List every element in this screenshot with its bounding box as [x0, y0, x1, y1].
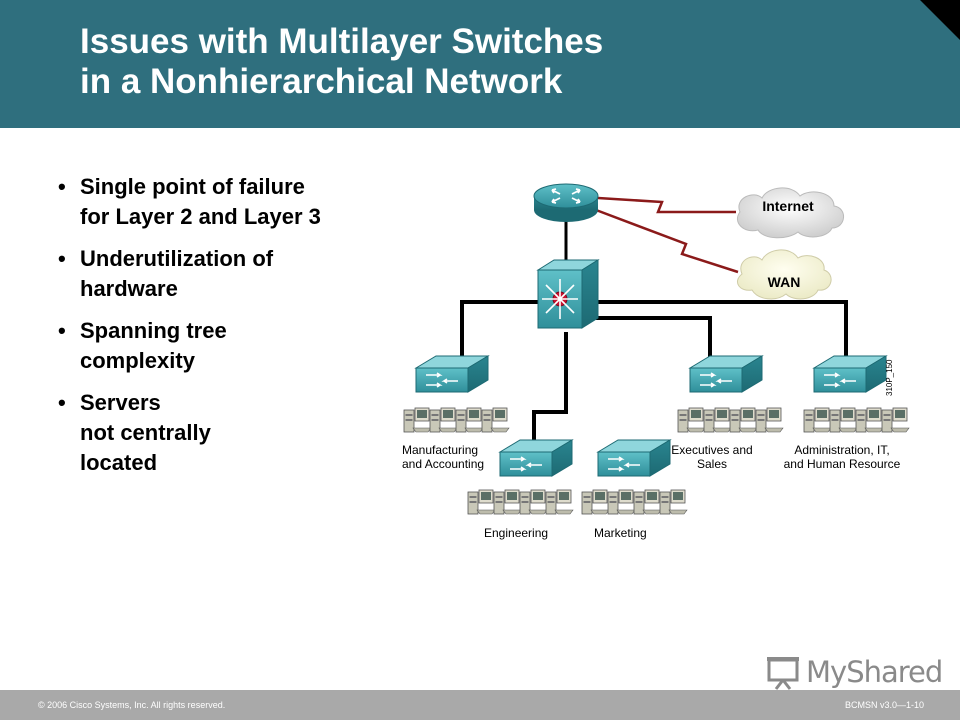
group-label-engineering: Engineering	[484, 526, 548, 540]
workstation-icon	[829, 407, 858, 433]
internet-wan-link	[597, 196, 736, 214]
bullet-dot: •	[58, 246, 66, 271]
bullet-line: hardware	[80, 276, 178, 301]
bullet-dot: •	[58, 318, 66, 343]
workstation-icon	[467, 489, 496, 515]
router-icon	[533, 183, 599, 222]
internet-label: Internet	[762, 198, 814, 214]
bullet-dot: •	[58, 174, 66, 199]
bullet-line: located	[80, 450, 158, 475]
workstation-icon	[659, 489, 688, 515]
workstation-group-marketing	[581, 489, 688, 515]
workstation-icon	[581, 489, 610, 515]
workstation-icon	[855, 407, 884, 433]
header-corner-accent	[920, 0, 960, 40]
workstation-icon	[455, 407, 484, 433]
backbone-link-engineering-marketing	[532, 332, 568, 448]
watermark-text: MyShared	[806, 655, 943, 689]
workstation-icon	[403, 407, 432, 433]
workstation-icon	[481, 407, 510, 433]
workstation-icon	[519, 489, 548, 515]
bullet-list: • Single point of failure for Layer 2 an…	[56, 172, 386, 490]
slide-id: BCMSN v3.0—1-10	[844, 700, 924, 710]
multilayer-switch-icon	[536, 259, 600, 329]
workstation-icon	[677, 407, 706, 433]
bullet-line: Single point of failure	[80, 174, 305, 199]
workstation-group-administration	[803, 407, 910, 433]
bullet-line: Underutilization of	[80, 246, 274, 271]
workstation-icon	[493, 489, 522, 515]
backbone-link-right	[598, 300, 848, 365]
workstation-icon	[881, 407, 910, 433]
slide-footer: © 2006 Cisco Systems, Inc. All rights re…	[0, 690, 960, 720]
workstation-icon	[703, 407, 732, 433]
network-diagram: Internet WAN Manufactur	[402, 183, 910, 540]
workstation-icon	[607, 489, 636, 515]
bullet-line: Spanning tree	[80, 318, 227, 343]
slide-title-line-1: Issues with Multilayer Switches	[80, 22, 604, 61]
workstation-icon	[545, 489, 574, 515]
bullet-item: • Underutilization of hardware	[56, 244, 386, 304]
workstation-group-engineering	[467, 489, 574, 515]
workstation-icon	[803, 407, 832, 433]
group-label-marketing: Marketing	[594, 526, 647, 540]
bullet-dot: •	[58, 390, 66, 415]
internet-cloud-icon: Internet	[736, 187, 844, 239]
group-label-executives: Sales	[697, 457, 727, 471]
group-label-manufacturing: Manufacturing	[402, 443, 478, 457]
switch-icon	[689, 355, 763, 393]
myshared-watermark: MyShared	[766, 655, 943, 691]
bullet-line: not centrally	[80, 420, 211, 445]
workstation-icon	[755, 407, 784, 433]
switch-icon	[499, 439, 573, 477]
group-label-executives: Executives and	[671, 443, 752, 457]
switch-icon	[597, 439, 671, 477]
workstation-group-executives	[677, 407, 784, 433]
workstation-group-manufacturing	[403, 407, 510, 433]
bullet-item: • Servers not centrally located	[56, 388, 386, 478]
watermark-my: My	[806, 655, 847, 689]
bullet-item: • Single point of failure for Layer 2 an…	[56, 172, 386, 232]
group-label-administration: and Human Resource	[784, 457, 901, 471]
copyright-text: © 2006 Cisco Systems, Inc. All rights re…	[38, 700, 226, 710]
watermark-shared: Shared	[846, 655, 943, 689]
workstation-icon	[429, 407, 458, 433]
workstation-icon	[729, 407, 758, 433]
bullet-line: Servers	[80, 390, 161, 415]
presentation-board-icon	[767, 657, 799, 690]
switch-icon	[415, 355, 489, 393]
slide-title-line-2: in a Nonhierarchical Network	[80, 62, 563, 101]
backbone-link-left	[460, 300, 546, 365]
slide-header: Issues with Multilayer Switches in a Non…	[0, 0, 960, 128]
switch-icon	[813, 355, 887, 393]
group-label-manufacturing: and Accounting	[402, 457, 484, 471]
wan-link	[595, 208, 739, 274]
bullet-line: for Layer 2 and Layer 3	[80, 204, 321, 229]
group-label-administration: Administration, IT,	[794, 443, 889, 457]
slide-title: Issues with Multilayer Switches in a Non…	[80, 22, 880, 102]
bullet-line: complexity	[80, 348, 195, 373]
wan-cloud-icon: WAN	[737, 249, 832, 300]
bullet-item: • Spanning tree complexity	[56, 316, 386, 376]
wan-label: WAN	[768, 274, 801, 290]
figure-id: 310P_150	[885, 359, 894, 396]
workstation-icon	[633, 489, 662, 515]
backbone-link-executives	[596, 316, 712, 365]
